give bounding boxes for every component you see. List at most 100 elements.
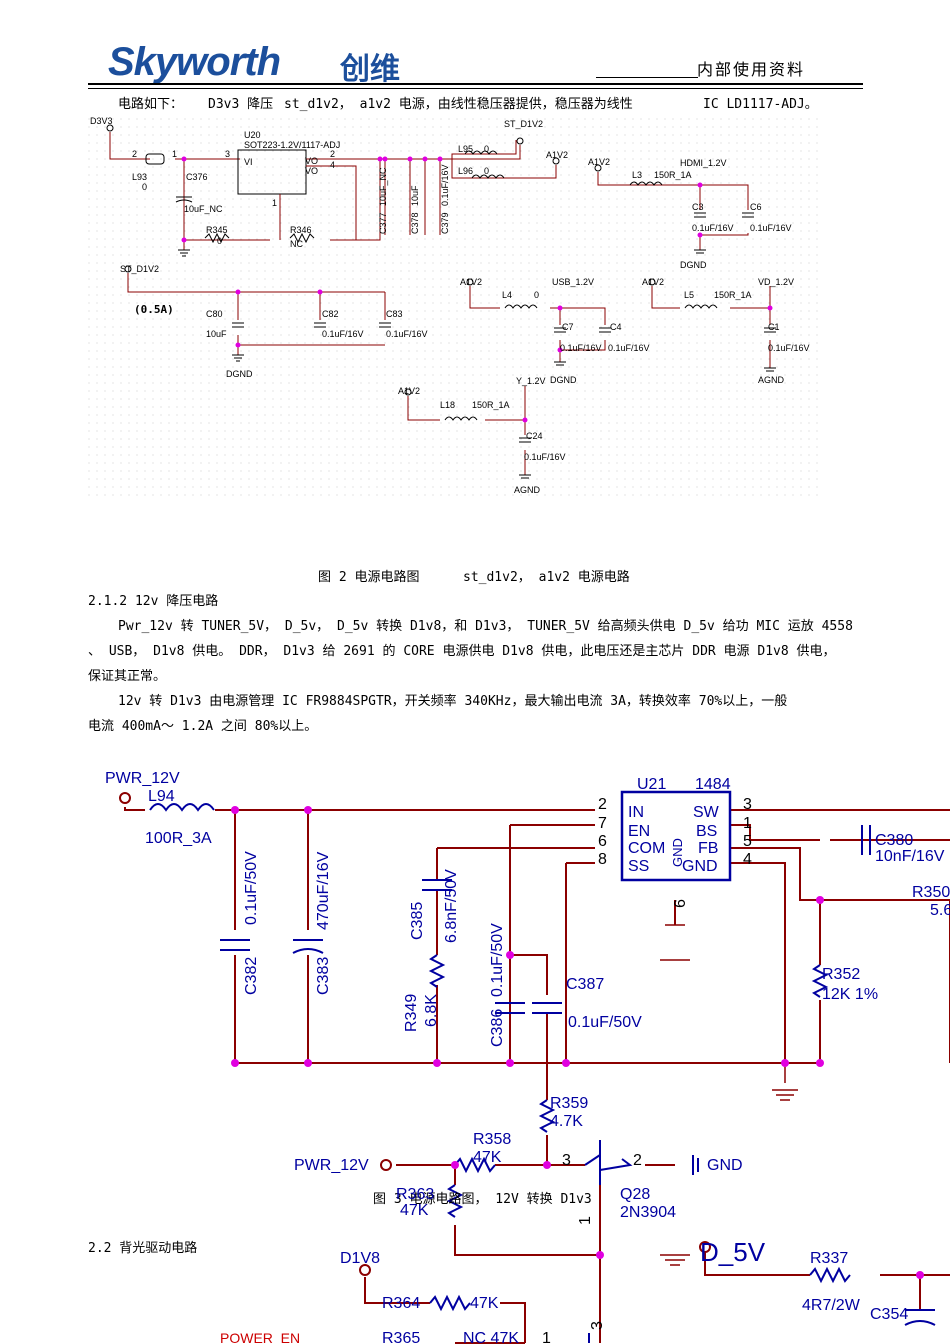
doc-label: 内部使用资料 <box>697 60 806 79</box>
svg-text:7: 7 <box>598 815 607 832</box>
svg-text:C354: C354 <box>870 1306 908 1323</box>
svg-text:VI: VI <box>244 157 253 167</box>
svg-text:150R_1A: 150R_1A <box>714 290 752 300</box>
svg-text:3: 3 <box>589 1321 606 1330</box>
intro-p2: D3v3 降压 <box>208 97 274 112</box>
svg-text:1: 1 <box>743 815 752 832</box>
svg-text:R345: R345 <box>206 225 228 235</box>
svg-text:10uF: 10uF <box>206 329 227 339</box>
svg-text:FB: FB <box>698 840 718 857</box>
svg-text:R358: R358 <box>473 1131 511 1148</box>
section-212-heading: 2.1.2 12v 降压电路 <box>88 594 219 609</box>
svg-text:1484: 1484 <box>695 776 731 793</box>
svg-text:R364: R364 <box>382 1295 420 1312</box>
svg-text:(0.5A): (0.5A) <box>134 303 174 316</box>
svg-text:IN: IN <box>628 804 644 821</box>
svg-text:NC: NC <box>290 239 303 249</box>
svg-text:A1V2: A1V2 <box>398 386 420 396</box>
svg-text:0.1uF/16V: 0.1uF/16V <box>692 223 734 233</box>
svg-text:4: 4 <box>743 851 752 868</box>
svg-text:R352: R352 <box>822 966 860 983</box>
svg-text:C387: C387 <box>566 976 604 993</box>
svg-text:R346: R346 <box>290 225 312 235</box>
para1-line3: 保证其正常。 <box>88 669 167 684</box>
svg-text:0.1uF/16V: 0.1uF/16V <box>440 164 450 206</box>
intro-p1: 电路如下： <box>118 97 184 112</box>
fig2-caption-a: 图 2 电源电路图 <box>318 570 420 585</box>
svg-text:HDMI_1.2V: HDMI_1.2V <box>680 158 727 168</box>
svg-text:L95: L95 <box>458 144 473 154</box>
svg-text:0.1uF/16V: 0.1uF/16V <box>608 343 650 353</box>
svg-text:2: 2 <box>132 149 137 159</box>
svg-text:150R_1A: 150R_1A <box>654 170 692 180</box>
svg-text:0.1uF/16V: 0.1uF/16V <box>322 329 364 339</box>
svg-text:1: 1 <box>272 198 277 208</box>
logo-text: Skyworth <box>108 40 281 84</box>
svg-text:C380: C380 <box>875 832 913 849</box>
svg-text:150R_1A: 150R_1A <box>472 400 510 410</box>
svg-text:PWR_12V: PWR_12V <box>294 1157 369 1174</box>
svg-text:C386: C386 <box>489 1009 506 1047</box>
svg-text:0.1uF/16V: 0.1uF/16V <box>560 343 602 353</box>
svg-text:C3: C3 <box>692 202 704 212</box>
svg-text:AGND: AGND <box>758 375 785 385</box>
svg-text:0.1uF/50V: 0.1uF/50V <box>489 923 506 997</box>
svg-text:0.1uF/16V: 0.1uF/16V <box>524 452 566 462</box>
header-short-rule <box>596 77 698 78</box>
svg-text:C377: C377 <box>378 212 388 234</box>
para2-line1: 12v 转 D1v3 由电源管理 IC FR9884SPGTR，开关频率 340… <box>118 694 788 709</box>
svg-text:U21: U21 <box>637 776 666 793</box>
para1-line1: Pwr_12v 转 TUNER_5V， D_5v， D_5v 转换 D1v8，和… <box>118 619 853 634</box>
svg-text:C83: C83 <box>386 309 403 319</box>
svg-text:2N3904: 2N3904 <box>620 1204 676 1221</box>
header-rule-thin <box>88 88 863 89</box>
lbl-d3v3: D3V3 <box>90 116 113 126</box>
r363-label: R363 <box>396 1186 435 1203</box>
svg-text:0.1uF/16V: 0.1uF/16V <box>768 343 810 353</box>
svg-text:VD_1.2V: VD_1.2V <box>758 277 794 287</box>
svg-text:C1: C1 <box>768 322 780 332</box>
svg-text:A1V2: A1V2 <box>588 157 610 167</box>
svg-text:C376: C376 <box>186 172 208 182</box>
svg-text:C6: C6 <box>750 202 762 212</box>
svg-text:3: 3 <box>743 796 752 813</box>
svg-text:D_5V: D_5V <box>700 1237 766 1267</box>
svg-text:1: 1 <box>577 1216 594 1225</box>
svg-text:EN: EN <box>628 823 650 840</box>
para2-line2: 电流 400mA～ 1.2A 之间 80%以上。 <box>88 719 318 734</box>
svg-text:6.8nF/50V: 6.8nF/50V <box>443 869 460 943</box>
svg-text:L18: L18 <box>440 400 455 410</box>
svg-text:10nF/16V: 10nF/16V <box>875 848 945 865</box>
svg-text:C383: C383 <box>315 957 332 995</box>
svg-text:47K: 47K <box>400 1202 429 1219</box>
svg-text:Y_1.2V: Y_1.2V <box>516 376 546 386</box>
svg-text:0: 0 <box>217 236 222 246</box>
svg-text:AGND: AGND <box>514 485 541 495</box>
svg-text:A1V2: A1V2 <box>460 277 482 287</box>
svg-text:12K 1%: 12K 1% <box>822 986 878 1003</box>
svg-text:ST_D1V2: ST_D1V2 <box>504 119 543 129</box>
svg-text:5: 5 <box>743 833 752 850</box>
svg-text:C382: C382 <box>243 957 260 995</box>
svg-text:2: 2 <box>633 1152 642 1169</box>
svg-text:47K: 47K <box>473 1149 502 1166</box>
svg-text:C24: C24 <box>526 431 543 441</box>
svg-text:R359: R359 <box>550 1095 588 1112</box>
intro-p3: st_d1v2， a1v2 电源，由线性稳压器提供，稳压器为线性 <box>284 97 633 112</box>
svg-text:C82: C82 <box>322 309 339 319</box>
svg-text:PWR_12V: PWR_12V <box>105 770 180 787</box>
logo-cn: 创维 <box>340 52 400 87</box>
svg-text:R350: R350 <box>912 884 950 901</box>
svg-text:0: 0 <box>484 144 489 154</box>
skyworth-logo: Skyworth <box>108 40 281 85</box>
svg-text:0: 0 <box>534 290 539 300</box>
svg-text:GND: GND <box>682 858 718 875</box>
svg-text:4: 4 <box>330 160 335 170</box>
svg-text:D1V8: D1V8 <box>340 1250 380 1267</box>
svg-text:L93: L93 <box>132 172 147 182</box>
svg-text:POWER_EN: POWER_EN <box>220 1330 300 1344</box>
svg-text:0.1uF/50V: 0.1uF/50V <box>243 851 260 925</box>
para1-line2: 、 USB， D1v8 供电。 DDR， D1v3 给 2691 的 CORE … <box>88 644 836 659</box>
svg-text:3: 3 <box>225 149 230 159</box>
svg-text:BS: BS <box>696 823 717 840</box>
